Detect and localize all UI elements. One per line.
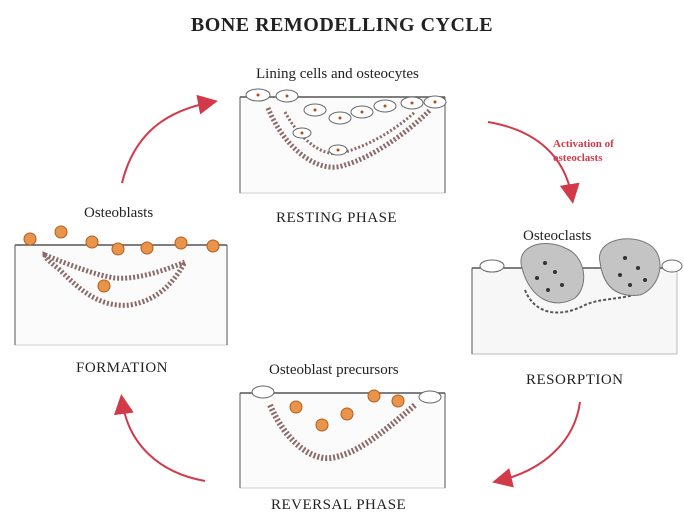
activation-line-1: Activation of (553, 137, 614, 151)
activation-line-2: osteoclasts (553, 151, 614, 165)
resorption-phase-panel (472, 239, 682, 354)
formation-phase-panel (15, 226, 227, 345)
resting-phase-panel (240, 89, 446, 193)
osteoblast-precursors-label: Osteoblast precursors (269, 362, 399, 379)
formation-caption: FORMATION (76, 360, 168, 377)
reversal-phase-panel (240, 386, 445, 488)
lining-cells-label: Lining cells and osteocytes (256, 66, 419, 83)
osteoblasts-label: Osteoblasts (84, 205, 153, 222)
reversal-phase-caption: REVERSAL PHASE (271, 497, 406, 514)
resting-phase-caption: RESTING PHASE (276, 210, 397, 227)
osteoclasts-label: Osteoclasts (523, 228, 591, 245)
activation-label: Activation of osteoclasts (553, 137, 614, 165)
resorption-caption: RESORPTION (526, 372, 624, 389)
